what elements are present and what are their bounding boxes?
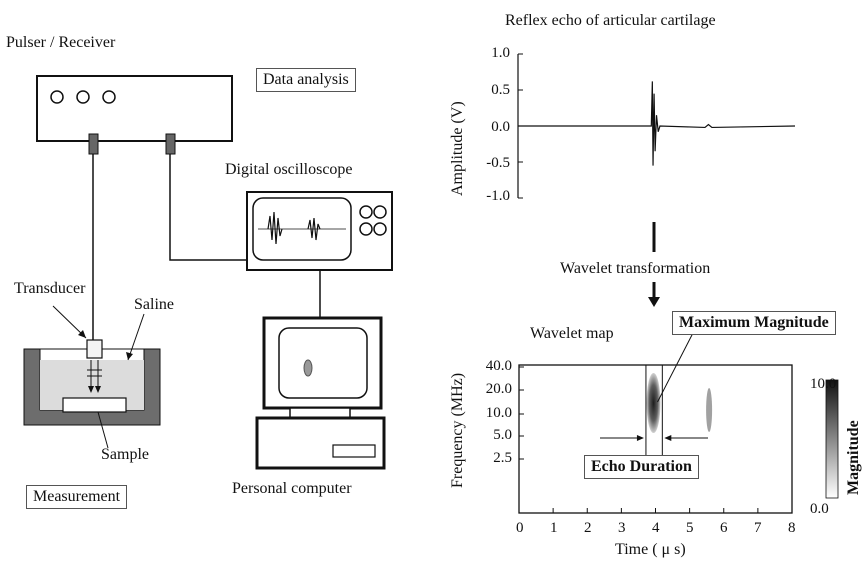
computer-case bbox=[255, 416, 386, 470]
echo-duration-arrowhead bbox=[664, 435, 672, 441]
wavelet-xtick: 4 bbox=[652, 520, 660, 536]
data-analysis-label: Data analysis bbox=[256, 68, 356, 92]
pulser-knob bbox=[102, 90, 116, 104]
colorbar-tick-max: 10.0 bbox=[810, 376, 837, 392]
wavelet-xtick: 8 bbox=[788, 520, 796, 536]
pulser-knob bbox=[76, 90, 90, 104]
transducer-probe bbox=[86, 339, 103, 359]
flow-arrowhead bbox=[648, 297, 660, 307]
wavelet-ytick: 2.5 bbox=[493, 450, 512, 466]
wavelet-transformation-label: Wavelet transformation bbox=[560, 260, 711, 277]
max-magnitude-label: Maximum Magnitude bbox=[672, 311, 836, 335]
saline-arrowhead bbox=[126, 352, 133, 360]
transducer-label: Transducer bbox=[14, 280, 86, 297]
colorbar-label: Magnitude bbox=[845, 420, 862, 495]
sample-leader bbox=[97, 411, 109, 449]
wavelet-xtick: 1 bbox=[550, 520, 558, 536]
wavelet-ytick: 20.0 bbox=[485, 381, 512, 397]
wavelet-ytick: 5.0 bbox=[493, 427, 512, 443]
wavelet-ytick: 40.0 bbox=[485, 358, 512, 374]
pulser-box bbox=[36, 75, 233, 142]
echo-ytick: -0.5 bbox=[486, 155, 510, 171]
sample-block bbox=[62, 397, 127, 413]
sample-label: Sample bbox=[101, 446, 149, 463]
wavelet-xlabel: Time ( μ s) bbox=[615, 541, 686, 558]
beam-arrowhead bbox=[88, 386, 101, 393]
max-magnitude-leader bbox=[657, 330, 695, 403]
saline-leader bbox=[127, 313, 145, 361]
wavelet-xtick: 5 bbox=[686, 520, 694, 536]
computer-label: Personal computer bbox=[232, 480, 352, 497]
scope-echo bbox=[267, 211, 283, 245]
scope-knob bbox=[373, 222, 387, 236]
pulser-knob bbox=[50, 90, 64, 104]
wavelet-xtick: 0 bbox=[516, 520, 524, 536]
saline-label: Saline bbox=[134, 296, 174, 313]
echo-ytick: 0.5 bbox=[491, 82, 510, 98]
wavelet-map-label: Wavelet map bbox=[530, 325, 614, 342]
wavelet-blob-second bbox=[706, 388, 713, 432]
echo-duration-label: Echo Duration bbox=[584, 455, 699, 479]
echo-duration-arrowhead bbox=[636, 435, 644, 441]
echo-ytick: 1.0 bbox=[491, 45, 510, 61]
echo-trace bbox=[518, 81, 796, 166]
scope-knob bbox=[359, 222, 373, 236]
wavelet-xtick: 3 bbox=[618, 520, 626, 536]
wavelet-ylabel: Frequency (MHz) bbox=[449, 372, 466, 488]
wavelet-ytick: 10.0 bbox=[485, 405, 512, 421]
wavelet-xtick: 7 bbox=[754, 520, 762, 536]
measurement-label: Measurement bbox=[26, 485, 128, 509]
echo-ytick: -1.0 bbox=[486, 188, 510, 204]
wavelet-xtick: 2 bbox=[584, 520, 592, 536]
colorbar-tick-min: 0.0 bbox=[810, 501, 829, 517]
wavelet-xtick: 6 bbox=[720, 520, 728, 536]
cable bbox=[169, 154, 247, 261]
drive-slot bbox=[332, 444, 376, 458]
monitor-blob bbox=[303, 359, 313, 377]
transducer-arrowhead bbox=[78, 330, 86, 338]
wavelet-blob-main bbox=[646, 373, 661, 433]
scope-knob bbox=[359, 205, 373, 219]
colorbar bbox=[825, 379, 839, 499]
scope-knob bbox=[373, 205, 387, 219]
echo-chart-title: Reflex echo of articular cartilage bbox=[505, 12, 716, 29]
echo-ytick: 0.0 bbox=[491, 119, 510, 135]
scope-echo bbox=[307, 217, 321, 241]
oscilloscope-label: Digital oscilloscope bbox=[225, 161, 353, 178]
monitor-screen bbox=[278, 327, 368, 399]
pulser-label: Pulser / Receiver bbox=[6, 34, 116, 51]
